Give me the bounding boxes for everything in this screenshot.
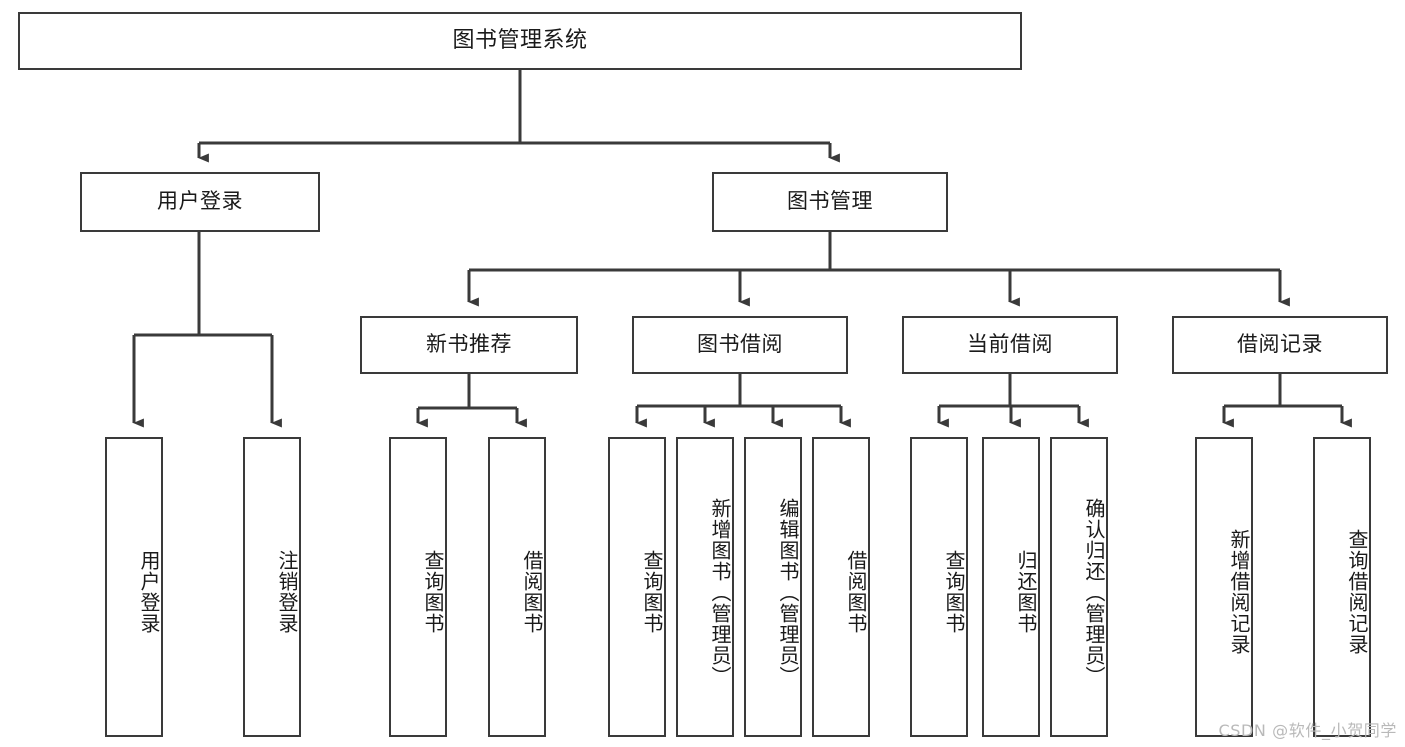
node-book-manage[interactable]: 图书管理 <box>712 172 948 232</box>
leaf-query-book-recommend[interactable]: 查询图书 <box>389 437 447 737</box>
node-current-borrow[interactable]: 当前借阅 <box>902 316 1118 374</box>
leaf-query-borrow-record[interactable]: 查询借阅记录 <box>1313 437 1371 737</box>
leaf-return-book[interactable]: 归还图书 <box>982 437 1040 737</box>
node-borrow-record[interactable]: 借阅记录 <box>1172 316 1388 374</box>
leaf-query-book-borrow[interactable]: 查询图书 <box>608 437 666 737</box>
leaf-edit-book-admin[interactable]: 编辑图书（管理员） <box>744 437 802 737</box>
leaf-add-borrow-record[interactable]: 新增借阅记录 <box>1195 437 1253 737</box>
leaf-query-book-current[interactable]: 查询图书 <box>910 437 968 737</box>
leaf-logout[interactable]: 注销登录 <box>243 437 301 737</box>
node-user-login[interactable]: 用户登录 <box>80 172 320 232</box>
leaf-confirm-return-admin[interactable]: 确认归还（管理员） <box>1050 437 1108 737</box>
leaf-user-login[interactable]: 用户登录 <box>105 437 163 737</box>
node-book-borrow[interactable]: 图书借阅 <box>632 316 848 374</box>
node-root[interactable]: 图书管理系统 <box>18 12 1022 70</box>
leaf-borrow-book[interactable]: 借阅图书 <box>812 437 870 737</box>
node-new-book-recommend[interactable]: 新书推荐 <box>360 316 578 374</box>
leaf-borrow-book-recommend[interactable]: 借阅图书 <box>488 437 546 737</box>
csdn-watermark: CSDN @软件_小贺同学 <box>1218 721 1397 740</box>
leaf-add-book-admin[interactable]: 新增图书（管理员） <box>676 437 734 737</box>
